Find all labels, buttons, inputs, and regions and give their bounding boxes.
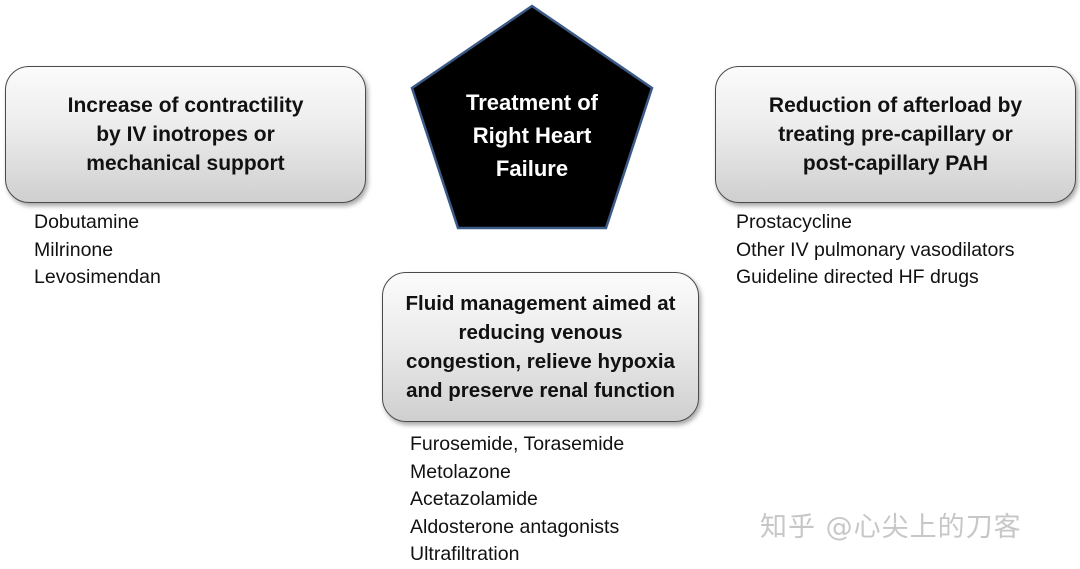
fluid-management-box-text: Fluid management aimed at reducing venou… <box>405 292 676 402</box>
afterload-box: Reduction of afterload by treating pre-c… <box>715 66 1076 203</box>
pentagon-title: Treatment of Right Heart Failure <box>465 90 599 181</box>
contractility-box-text: Increase of contractility by IV inotrope… <box>67 94 304 175</box>
pentagon-shape <box>410 4 654 230</box>
list-item: Furosemide, Torasemide <box>410 433 625 455</box>
contractility-box: Increase of contractility by IV inotrope… <box>5 66 366 203</box>
list-item: Metolazone <box>410 460 511 483</box>
list-item: Dobutamine <box>34 211 140 233</box>
list-item: Other IV pulmonary vasodilators <box>736 238 1015 261</box>
afterload-box-text: Reduction of afterload by treating pre-c… <box>768 94 1023 175</box>
contractility-drug-list: Dobutamine Milrinone Levosimendan <box>34 209 161 292</box>
fluid-management-drug-list: Furosemide, Torasemide Metolazone Acetaz… <box>410 431 624 569</box>
fluid-management-box: Fluid management aimed at reducing venou… <box>382 272 699 422</box>
watermark: 知乎 @心尖上的刀客 <box>760 512 1022 543</box>
afterload-drug-list: Prostacycline Other IV pulmonary vasodil… <box>736 209 1015 292</box>
list-item: Levosimendan <box>34 266 161 288</box>
list-item: Acetazolamide <box>410 488 538 510</box>
list-item: Milrinone <box>34 238 114 261</box>
treatment-pentagon: Treatment of Right Heart Failure <box>405 0 675 235</box>
list-item: Aldosterone antagonists <box>410 515 620 538</box>
list-item: Guideline directed HF drugs <box>736 266 979 288</box>
list-item: Prostacycline <box>736 211 852 233</box>
list-item: Ultrafiltration <box>410 543 520 565</box>
